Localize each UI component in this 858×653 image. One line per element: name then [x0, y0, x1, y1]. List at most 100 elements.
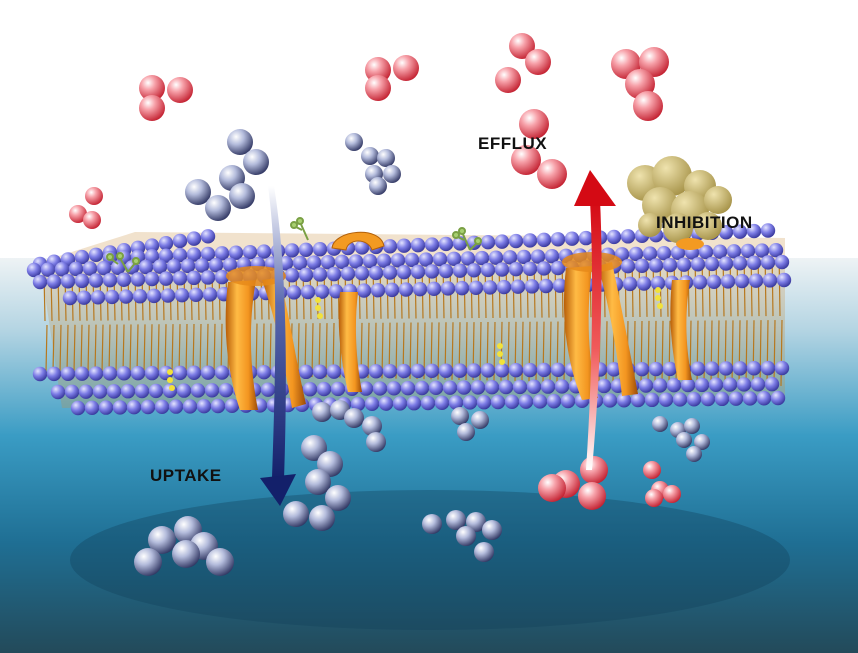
lipid-head: [306, 255, 322, 270]
lipid-head: [298, 364, 314, 380]
lipid-head: [750, 377, 766, 392]
lipid-head: [404, 252, 420, 268]
lipid-head: [88, 273, 104, 288]
lipid-head: [474, 250, 490, 266]
lipid-head: [370, 283, 386, 298]
lipid-head: [140, 399, 156, 415]
lipid-head: [414, 380, 430, 396]
lipid-head: [546, 394, 562, 409]
lipid-head: [356, 283, 372, 298]
lipid-head: [596, 378, 612, 394]
lipid-head: [98, 400, 114, 415]
lipid-head: [382, 239, 398, 254]
lipid-head: [554, 379, 570, 394]
lipid-head: [638, 378, 654, 393]
lipid-head: [78, 384, 94, 399]
lipid-head: [642, 246, 658, 261]
lipid-head: [396, 363, 412, 379]
blue-molecule: [312, 400, 386, 452]
lipid-head: [60, 366, 76, 381]
lipid-head: [700, 391, 716, 407]
lipid-head: [426, 281, 442, 297]
lipid-head: [438, 236, 454, 252]
lipid-head: [130, 366, 146, 381]
lipid-head: [398, 282, 414, 297]
lipid-head: [46, 274, 62, 289]
molecules-layer: [69, 33, 710, 576]
lipid-head: [222, 257, 238, 272]
lipid-head: [46, 366, 62, 382]
lipid-head: [32, 274, 48, 290]
lipid-head: [410, 264, 426, 280]
lipid-head: [746, 255, 762, 271]
lipid-head: [718, 256, 734, 271]
lipid-head: [694, 377, 710, 393]
lipid-head: [496, 279, 512, 295]
lipid-head: [312, 364, 328, 379]
lipid-head: [662, 361, 678, 377]
lipid-head: [522, 362, 538, 378]
lipid-head: [708, 377, 724, 392]
lipid-head: [734, 273, 750, 289]
lipid-head: [328, 284, 344, 299]
lipid-head: [438, 263, 454, 279]
lipid-head: [628, 246, 644, 262]
lipid-head: [470, 380, 486, 395]
lipid-head: [774, 254, 790, 270]
lipid-head: [102, 272, 118, 288]
lipid-head: [524, 279, 540, 294]
lipid-head: [552, 278, 568, 293]
lipid-head: [704, 361, 720, 376]
lipid-head: [480, 235, 496, 250]
lipid-head: [550, 362, 566, 378]
blue-molecule: [134, 516, 234, 576]
inhibited-pore: [676, 238, 704, 250]
lipid-head: [424, 264, 440, 279]
lipid-head: [410, 363, 426, 379]
lipid-head: [176, 383, 192, 398]
lipid-head: [432, 251, 448, 267]
lipid-head: [748, 273, 764, 288]
red-molecule: [69, 187, 103, 229]
lipid-head: [740, 243, 756, 259]
lipid-head: [648, 258, 664, 273]
lipid-head: [76, 290, 92, 305]
lipid-head: [382, 265, 398, 280]
lipid-head: [70, 400, 86, 416]
lipid-head: [186, 231, 202, 246]
lipid-head: [468, 280, 484, 295]
lipid-head: [302, 382, 318, 397]
lipid-head: [480, 363, 496, 378]
lipid-head: [160, 288, 176, 303]
lipid-head: [186, 270, 202, 286]
lipid-head: [760, 360, 776, 376]
lipid-head: [606, 229, 622, 245]
lipid-head: [494, 363, 510, 378]
lipid-head: [208, 257, 224, 273]
cholesterol-markers: [167, 287, 663, 391]
lipid-head: [348, 254, 364, 269]
lipid-head: [442, 380, 458, 395]
lipid-head: [200, 246, 216, 262]
lipid-head: [194, 258, 210, 273]
transporter-segment: [338, 280, 692, 392]
lipid-head: [214, 246, 230, 261]
lipid-head: [718, 225, 734, 240]
lipid-head: [130, 272, 146, 287]
lipid-head: [224, 398, 240, 414]
lipid-head: [40, 262, 56, 277]
lipid-head: [462, 395, 478, 410]
lipid-head: [158, 271, 174, 286]
lipid-head: [88, 366, 104, 381]
lipid-head: [116, 272, 132, 287]
lipid-head: [368, 265, 384, 281]
lipid-head: [620, 258, 636, 274]
lipid-head: [334, 254, 350, 269]
lipid-head: [112, 400, 128, 415]
lipid-head: [74, 273, 90, 289]
lipid-head: [648, 361, 664, 377]
lipid-head: [412, 281, 428, 297]
lipid-head: [634, 258, 650, 274]
lipid-head: [484, 380, 500, 395]
lipid-head: [676, 257, 692, 272]
